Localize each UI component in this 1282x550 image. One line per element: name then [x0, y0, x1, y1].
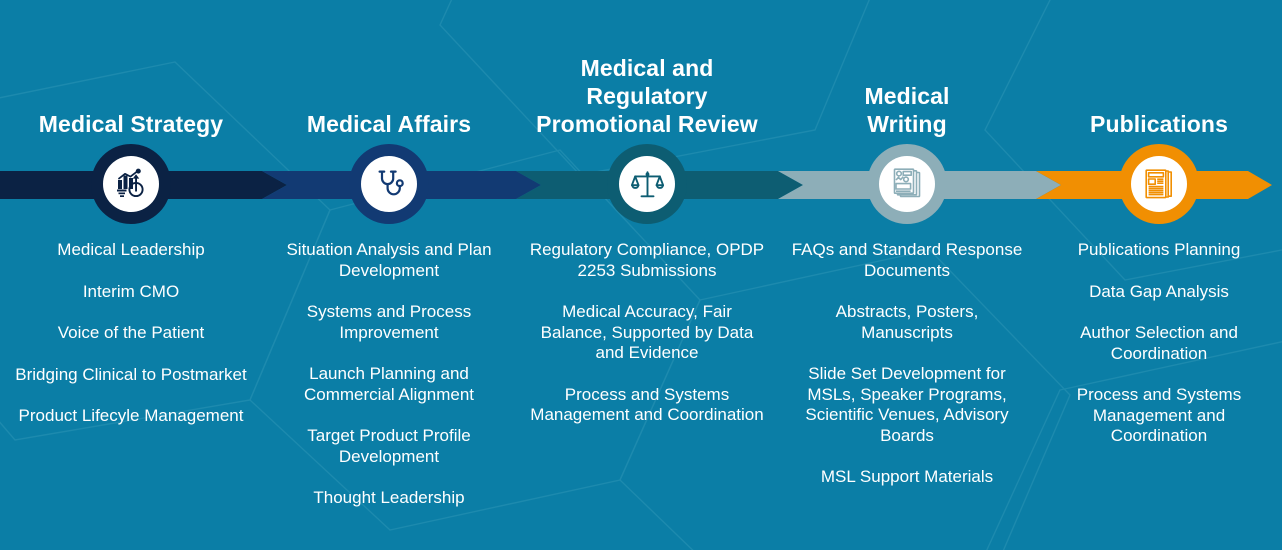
- list-item: Slide Set Development for MSLs, Speaker …: [805, 364, 1009, 445]
- stage-title: Medical Strategy: [38, 111, 224, 137]
- list-item: FAQs and Standard Response Documents: [791, 240, 1023, 280]
- list-item: Regulatory Compliance, OPDP 2253 Submiss…: [529, 240, 765, 280]
- stage-item-list: Medical Leadership Interim CMO Voice of …: [0, 240, 262, 427]
- stage-column-publications[interactable]: Publications Publications Planning: [1036, 0, 1282, 550]
- stage-item-list: Situation Analysis and Plan Development …: [262, 240, 516, 509]
- stage-icon-badge[interactable]: [91, 144, 171, 224]
- stage-column-medical-affairs[interactable]: Medical Affairs Situation Analysis and P…: [262, 0, 516, 550]
- list-item: Abstracts, Posters, Manuscripts: [835, 302, 979, 342]
- list-item: Bridging Clinical to Postmarket: [15, 364, 247, 384]
- stage-title: Medical Writing: [864, 83, 950, 137]
- stage-title: Medical Affairs: [306, 111, 472, 137]
- list-item: Interim CMO: [82, 281, 180, 301]
- stage-icon-badge[interactable]: [607, 144, 687, 224]
- list-item: Publications Planning: [1077, 240, 1241, 259]
- newspaper-icon: [1131, 156, 1187, 212]
- list-item: Target Product Profile Development: [307, 426, 471, 466]
- stage-icon-badge[interactable]: [1119, 144, 1199, 224]
- stage-item-list: Publications Planning Data Gap Analysis …: [1036, 240, 1282, 447]
- list-item: Data Gap Analysis: [1089, 281, 1229, 301]
- list-item: Thought Leadership: [313, 488, 465, 507]
- stage-icon-badge[interactable]: [867, 144, 947, 224]
- list-item: Process and Systems Management and Coord…: [530, 384, 764, 425]
- balance-scales-icon: [619, 156, 675, 212]
- documents-gear-icon: [879, 156, 935, 212]
- stage-title: Publications: [1090, 111, 1228, 137]
- list-item: Author Selection and Coordination: [1080, 323, 1238, 363]
- bar-chart-target-icon: [103, 156, 159, 212]
- stage-item-list: Regulatory Compliance, OPDP 2253 Submiss…: [516, 240, 778, 426]
- stage-icon-badge[interactable]: [349, 144, 429, 224]
- list-item: Product Lifecyle Management: [18, 406, 244, 425]
- stage-column-medical-strategy[interactable]: Medical Strategy: [0, 0, 262, 550]
- list-item: Systems and Process Improvement: [306, 302, 472, 342]
- list-item: Medical Accuracy, Fair Balance, Supporte…: [540, 302, 754, 362]
- stage-column-medical-and-regulatory-promotional-review[interactable]: Medical and Regulatory Promotional Revie…: [516, 0, 778, 550]
- list-item: Situation Analysis and Plan Development: [286, 240, 492, 280]
- stethoscope-icon: [361, 156, 417, 212]
- list-item: MSL Support Materials: [820, 467, 994, 486]
- stage-column-medical-writing[interactable]: Medical Writing: [778, 0, 1036, 550]
- list-item: Process and Systems Management and Coord…: [1076, 385, 1242, 445]
- list-item: Medical Leadership: [57, 240, 205, 259]
- list-item: Launch Planning and Commercial Alignment: [303, 364, 475, 404]
- stage-item-list: FAQs and Standard Response Documents Abs…: [778, 240, 1036, 488]
- list-item: Voice of the Patient: [57, 323, 205, 342]
- stage-title: Medical and Regulatory Promotional Revie…: [536, 55, 758, 137]
